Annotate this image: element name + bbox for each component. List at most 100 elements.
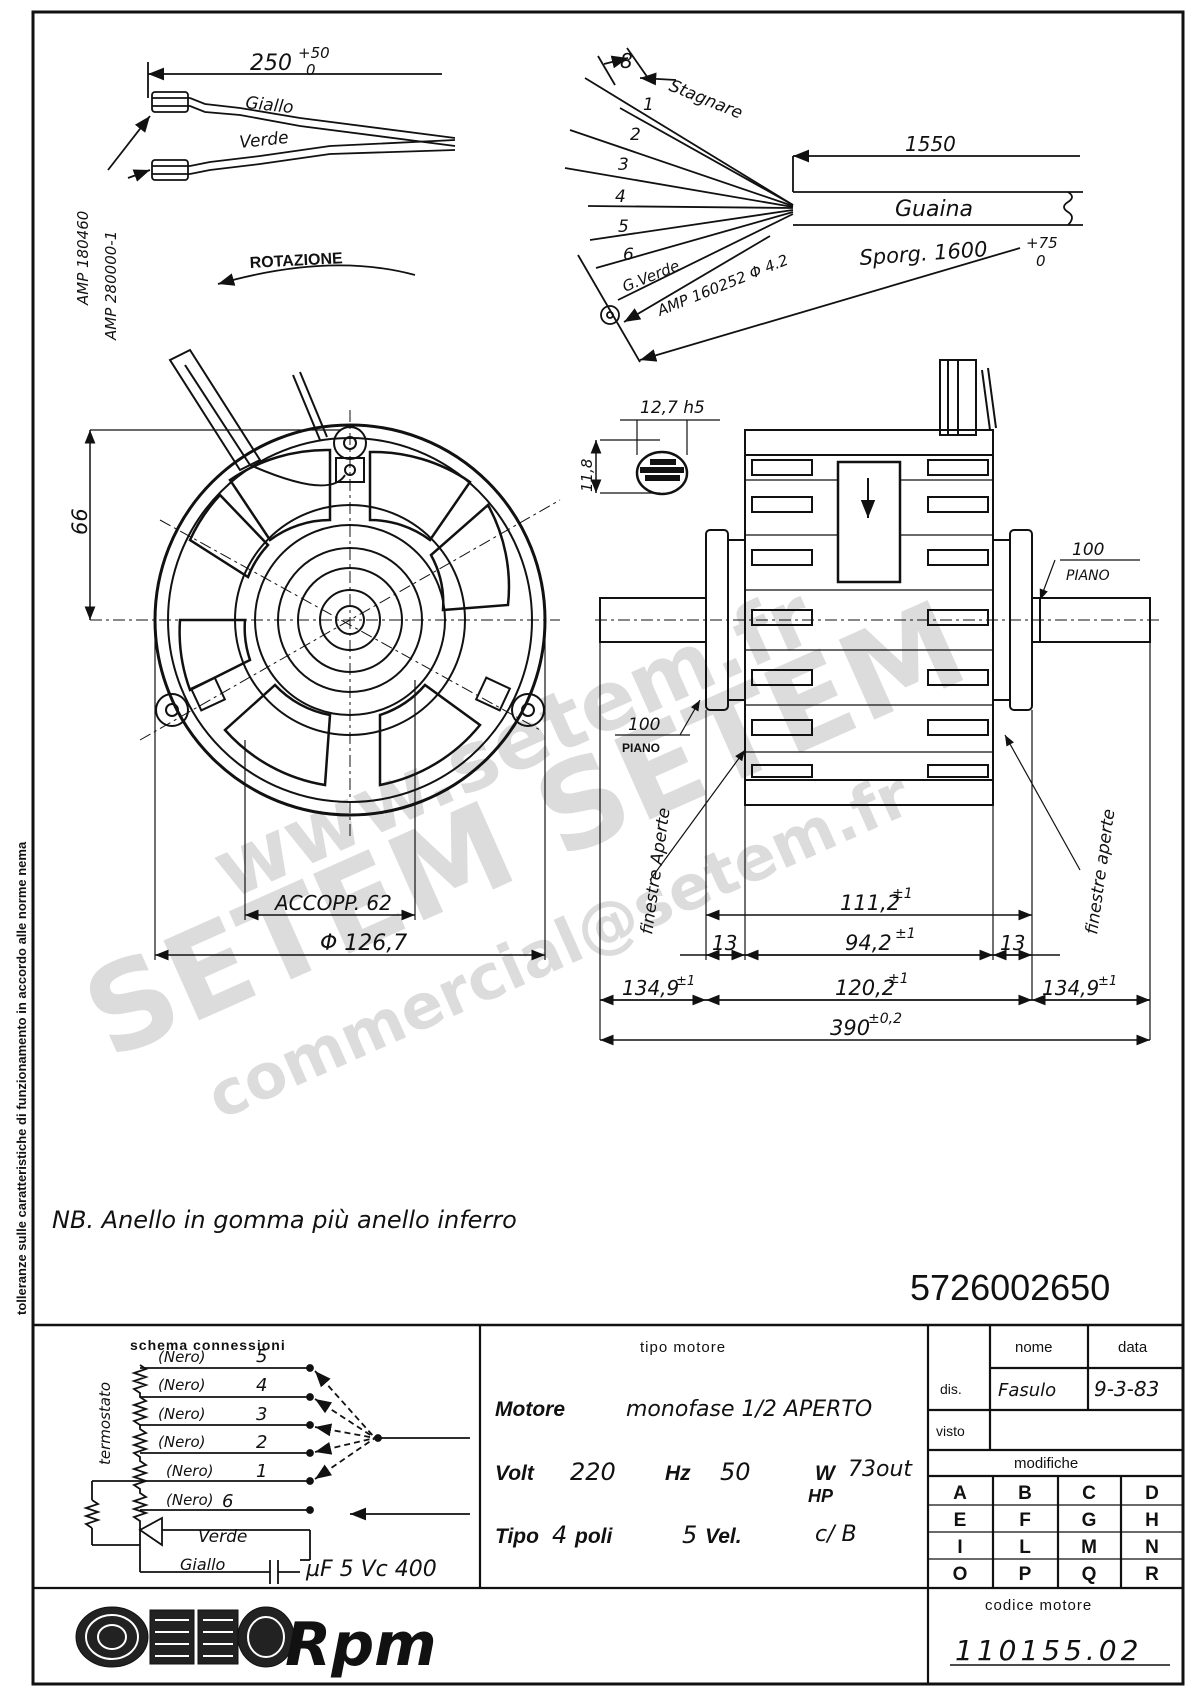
schema-giallo-label: Giallo [180,1555,226,1574]
codice-motore-value: 110155.02 [955,1634,1142,1667]
dim-390: 390 [830,1016,870,1040]
schema-row-5-label: (Nero) [158,1348,206,1366]
nome-header: nome [1015,1339,1053,1356]
wire-6-label: 6 [623,245,634,265]
motor-front-view [84,348,561,961]
w-value: 73out [848,1457,913,1482]
sporgenza-tol-lower: 0 [1036,252,1046,270]
connector-amp-180460: AMP 180460 [74,211,92,306]
wire-giallo-label: Giallo [244,93,294,118]
logo-text: Rpm [285,1610,437,1680]
motore-label: Motore [495,1398,565,1421]
diameter-126-7: Φ 126,7 [320,931,407,956]
schema-row-4-num: 4 [256,1375,267,1396]
schema-title: schema connessioni [130,1337,286,1353]
hz-value: 50 [720,1458,751,1486]
data-header: data [1118,1339,1148,1356]
schema-verde-label: Verde [198,1527,247,1547]
watermark: www.setem.fr SETEM SETEM commercial@sete… [65,569,985,1134]
wire-4-label: 4 [615,187,626,207]
schema-row-6-label: (Nero) [166,1491,214,1509]
rev-D: D [1145,1483,1159,1504]
motor-side-view [590,359,1160,1046]
designer-signature: Fasulo [998,1380,1056,1401]
dim-111-2: 111,2 [840,891,900,915]
dim-120-2-tol: ±1 [888,971,909,987]
hp-label: HP [808,1486,834,1506]
schema-row-5-num: 5 [256,1346,267,1367]
dim-13-right: 13 [1000,931,1025,955]
title-block-grid [33,1325,1183,1684]
rev-C: C [1082,1483,1096,1504]
length-250-tol-upper: +50 [298,44,330,62]
strip-length-8: 8 [620,49,633,73]
codice-motore-label: codice motore [985,1597,1092,1614]
rev-F: F [1019,1510,1031,1531]
volt-label: Volt [495,1462,535,1485]
dim-94-2: 94,2 [845,931,892,955]
wire-fan [564,77,794,301]
part-number: 5726002650 [910,1267,1110,1308]
accoppiamento-62: ACCOPP. 62 [273,891,392,915]
note-text: NB. Anello in gomma più anello inferro [52,1206,517,1234]
vel-value: 5 [682,1521,697,1549]
wire-verde-label: Verde [238,128,289,153]
shaft-diameter-label: 12,7 h5 [640,398,705,418]
rev-M: M [1081,1537,1097,1558]
stator-slots [751,459,989,778]
rpm-logo: Rpm [75,1606,437,1680]
dim-134-9-right: 134,9 [1042,976,1099,1000]
capacitor-label: µF 5 Vc 400 [305,1557,437,1582]
piano-left-value: 100 [628,715,660,735]
side-tolerance-note: tolleranze sulle caratteristiche di funz… [14,841,29,1315]
rev-O: O [953,1564,968,1585]
rev-R: R [1145,1564,1159,1585]
sheet-border [31,10,1185,1686]
shaft-flat-label: 11,8 [578,459,596,492]
schema-row-1-num: 1 [256,1461,267,1482]
schema-row-4-label: (Nero) [158,1376,206,1394]
dis-label: dis. [940,1381,962,1397]
sporgenza-label: Sporg. 1600 [859,237,989,270]
schema-row-2-label: (Nero) [158,1433,206,1451]
piano-right-value: 100 [1072,540,1104,560]
schema-row-6-num: 6 [222,1491,233,1512]
piano-right-label: PIANO [1066,568,1110,584]
dim-134-9-right-tol: ±1 [1098,974,1117,989]
volt-value: 220 [570,1458,616,1486]
finestre-right-label: finestre aperte [1082,808,1119,936]
rev-H: H [1145,1510,1159,1531]
cb-value: c/ B [815,1522,857,1547]
connector-detail [107,62,456,286]
connector-amp-280000: AMP 280000-1 [102,231,120,341]
length-1550: 1550 [905,132,956,156]
rev-G: G [1082,1510,1097,1531]
drawing-date: 9-3-83 [1094,1377,1159,1401]
hz-label: Hz [665,1462,691,1485]
rev-N: N [1145,1537,1159,1558]
rev-Q: Q [1082,1564,1097,1585]
dim-120-2: 120,2 [835,976,895,1000]
sporgenza-tol-upper: +75 [1026,234,1058,252]
rev-P: P [1019,1564,1032,1585]
dim-94-2-tol: ±1 [895,926,916,942]
stagnare-label: Stagnare [666,76,745,124]
termostato-label: termostato [96,1382,114,1465]
rev-L: L [1019,1537,1031,1558]
wiring-schematic [83,1364,470,1584]
rev-I: I [957,1537,962,1558]
visto-label: visto [936,1423,965,1439]
piano-left-label: PIANO [622,741,660,755]
vel-label: Vel. [705,1525,742,1548]
dim-13-left: 13 [712,931,737,955]
height-66: 66 [68,508,92,535]
poli-value: 4 [552,1521,567,1549]
centerlines [90,410,561,840]
schema-row-3-num: 3 [256,1404,267,1425]
wire-5-label: 5 [618,217,629,237]
guaina-label: Guaina [895,197,973,222]
rev-E: E [954,1510,967,1531]
modifiche-label: modifiche [1014,1455,1078,1472]
wire-3-label: 3 [618,155,629,175]
